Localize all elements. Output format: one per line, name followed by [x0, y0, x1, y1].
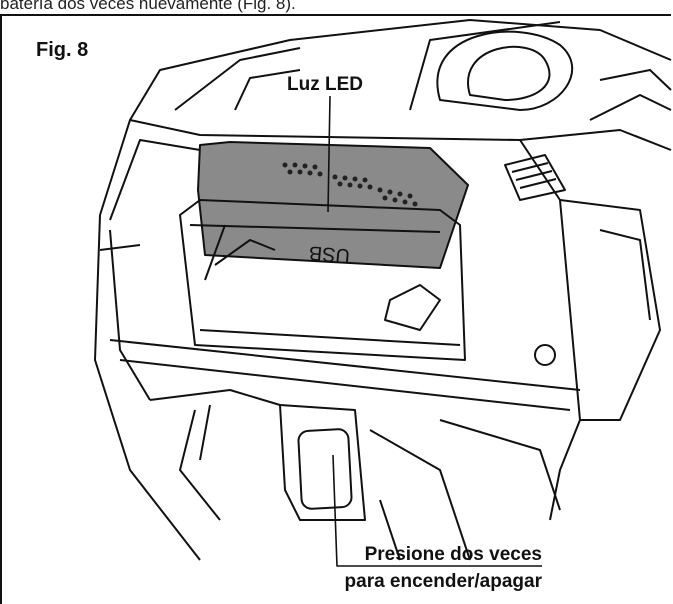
- power-button-face: [297, 428, 353, 510]
- press-callout-line1: Presione dos veces: [364, 544, 542, 565]
- press-callout-line2: para encender/apagar: [344, 571, 542, 592]
- led-callout-label: Luz LED: [283, 74, 367, 96]
- battery-upper-body: [99, 119, 672, 216]
- battery-top-outline: [129, 19, 672, 121]
- led-leader-line: [327, 95, 331, 213]
- cropped-intro-text: batería dos veces nuevamente (Fig. 8).: [0, 0, 296, 13]
- power-button: [279, 404, 366, 521]
- figure-frame: [0, 14, 671, 604]
- press-leader-line: [332, 454, 542, 567]
- led-dots: [282, 162, 418, 207]
- usb-port-panel: [179, 199, 466, 361]
- usb-label: USB: [308, 241, 351, 267]
- left-side-panel: [94, 214, 201, 561]
- figure-label: Fig. 8: [36, 39, 89, 61]
